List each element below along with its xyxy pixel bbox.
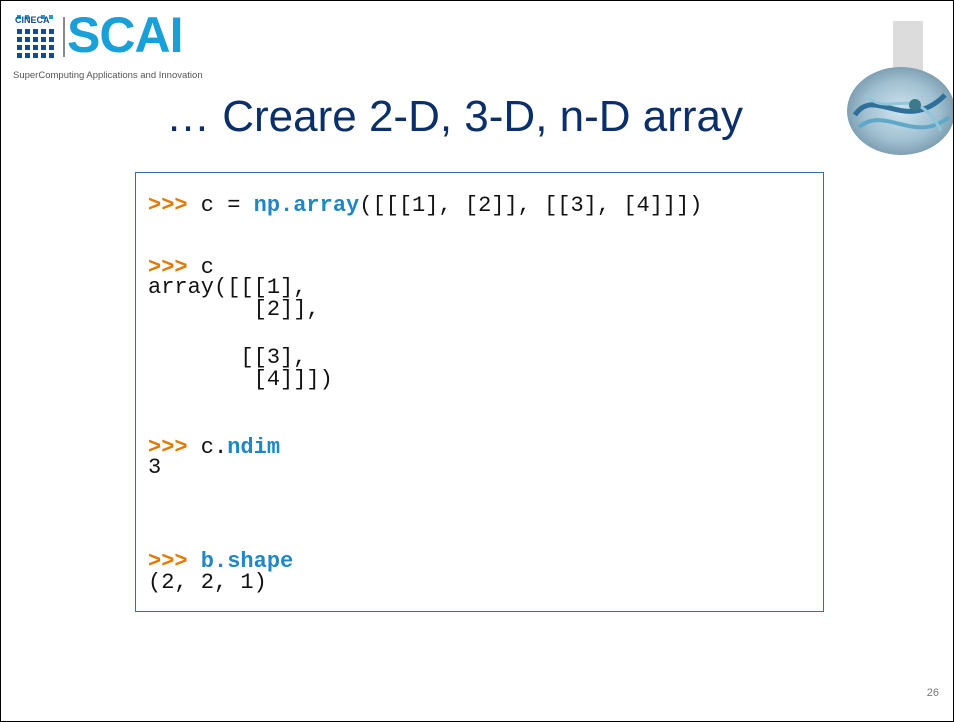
code-line-3: >>> c.ndim — [148, 437, 280, 459]
slide-title: … Creare 2-D, 3-D, n-D array — [166, 92, 744, 141]
code-output-line: array([[[1], — [148, 275, 307, 300]
code-text: c — [187, 255, 215, 280]
code-box: >>> c = np.array([[[1], [2]], [[3], [4]]… — [135, 172, 824, 612]
logo-tagline: SuperComputing Applications and Innovati… — [13, 70, 203, 81]
prompt: >>> — [148, 549, 188, 574]
code-keyword: np.array — [253, 193, 360, 218]
scai-wordmark: SCAI — [67, 7, 183, 63]
scai-logo: CINECA SCAI SuperComputing Applications … — [9, 7, 239, 81]
page-number: 26 — [926, 687, 939, 699]
decorative-circle-image — [847, 67, 953, 155]
code-output-line: (2, 2, 1) — [148, 570, 267, 595]
code-line-1: >>> c = np.array([[[1], [2]], [[3], [4]]… — [148, 195, 703, 217]
code-output-line: 3 — [148, 455, 162, 480]
cineca-grid-icon — [17, 15, 54, 58]
prompt: >>> — [148, 255, 188, 280]
code-text: ([[[1], [2]], [[3], [4]]]) — [359, 193, 703, 218]
logo-divider — [63, 17, 65, 57]
cineca-wordmark: CINECA — [15, 15, 50, 25]
code-keyword: ndim — [227, 435, 281, 460]
code-keyword: b.shape — [187, 549, 294, 574]
code-line-2: >>> c — [148, 257, 214, 279]
code-text: c. — [187, 435, 228, 460]
code-text: c = — [187, 193, 254, 218]
code-output-line: [[3], — [148, 345, 307, 370]
code-output-line: [4]]]) — [148, 367, 333, 392]
code-line-4: >>> b.shape — [148, 551, 293, 573]
prompt: >>> — [148, 435, 188, 460]
code-output-line: [2]], — [148, 297, 320, 322]
prompt: >>> — [148, 193, 188, 218]
